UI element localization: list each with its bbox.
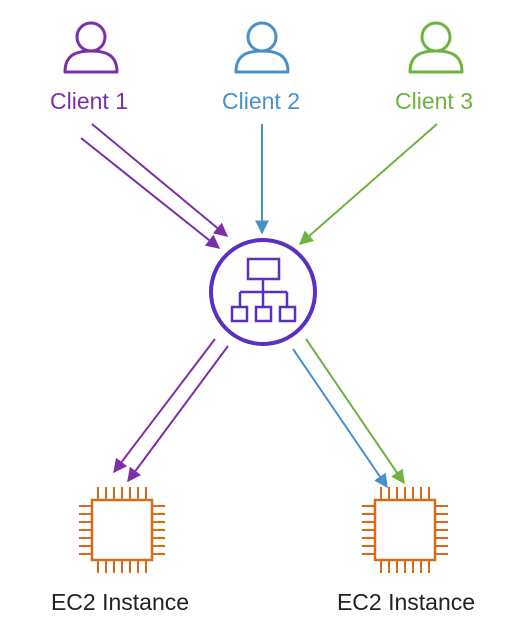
load-balancer-icon bbox=[230, 257, 297, 323]
request-arrows bbox=[80, 123, 438, 249]
user-icon bbox=[234, 21, 290, 74]
client-3-label: Client 3 bbox=[395, 88, 473, 114]
arrow-client3-lb bbox=[298, 123, 438, 245]
user-icon bbox=[63, 21, 119, 74]
arrow-client1-lb-b bbox=[91, 123, 229, 237]
client-1: Client 1 bbox=[50, 21, 128, 114]
arrow-lb-ec2-right-blue bbox=[292, 348, 388, 489]
arrow-lb-ec2-left-a bbox=[113, 338, 216, 474]
ec2-instance-left: EC2 Instance bbox=[51, 487, 189, 615]
load-balancer bbox=[209, 238, 317, 346]
arrow-lb-ec2-left-b bbox=[127, 345, 229, 483]
client-1-label: Client 1 bbox=[50, 88, 128, 114]
arrow-lb-ec2-right-green bbox=[305, 338, 405, 485]
client-2-label: Client 2 bbox=[222, 88, 300, 114]
user-icon bbox=[408, 21, 464, 74]
chip-icon bbox=[362, 487, 448, 573]
client-3: Client 3 bbox=[395, 21, 473, 114]
ec2-instance-right: EC2 Instance bbox=[337, 487, 475, 615]
client-2: Client 2 bbox=[222, 21, 300, 114]
ec2-instance-left-label: EC2 Instance bbox=[51, 589, 189, 615]
ec2-instance-right-label: EC2 Instance bbox=[337, 589, 475, 615]
arrow-client1-lb-a bbox=[80, 137, 221, 249]
forward-arrows bbox=[113, 338, 405, 489]
chip-icon bbox=[79, 487, 165, 573]
